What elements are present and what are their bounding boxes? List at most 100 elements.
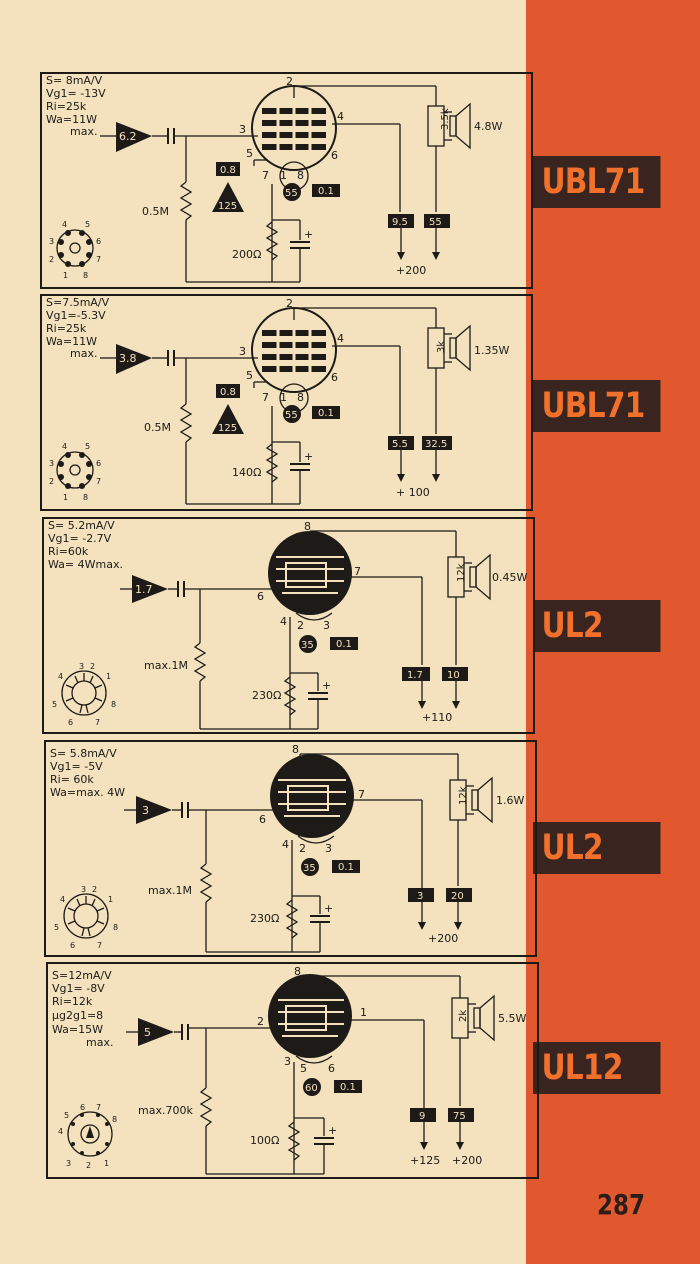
svg-text:3: 3 xyxy=(66,1159,71,1168)
svg-text:2: 2 xyxy=(286,75,293,88)
output-power: 1.6W xyxy=(496,794,524,807)
svg-text:3.5k: 3.5k xyxy=(440,108,451,130)
svg-text:4: 4 xyxy=(337,110,344,123)
input-gain-value: 3.8 xyxy=(119,352,137,365)
anode-current-box xyxy=(410,1108,436,1122)
svg-text:20: 20 xyxy=(451,891,464,902)
svg-text:2: 2 xyxy=(86,1161,91,1170)
tube-label-3: UL2 xyxy=(533,600,661,652)
cathode-current-badge xyxy=(303,1078,321,1096)
svg-text:6: 6 xyxy=(68,718,73,727)
svg-text:55: 55 xyxy=(429,217,442,228)
svg-text:3: 3 xyxy=(417,891,423,902)
svg-text:0.8: 0.8 xyxy=(220,387,236,398)
screen-current-box xyxy=(446,888,472,902)
panel-frame xyxy=(40,72,533,289)
spec-grid-voltage: Vg1=-5.3V xyxy=(46,309,106,322)
spec-internal-resistance: Ri=25k xyxy=(46,100,87,113)
spec-anode-dissipation: Wa= 4Wmax. xyxy=(48,558,123,571)
svg-text:6: 6 xyxy=(70,941,75,950)
supply-voltage: +200 xyxy=(452,1154,482,1167)
grid-resistor xyxy=(199,1087,213,1127)
svg-text:8: 8 xyxy=(297,169,304,182)
spec-max: max. xyxy=(86,1036,113,1049)
svg-text:200Ω: 200Ω xyxy=(232,248,261,261)
svg-text:4: 4 xyxy=(62,442,67,451)
cathode-value-box xyxy=(334,1080,362,1093)
circuit-panel-2: S=7.5mA/V Vg1=-5.3V Ri=25k Wa=11W max. 3… xyxy=(40,294,533,511)
svg-text:3: 3 xyxy=(239,345,246,358)
svg-text:2: 2 xyxy=(49,255,54,264)
svg-text:2: 2 xyxy=(49,477,54,486)
input-gain-value: 3 xyxy=(142,804,149,817)
cathode-value-box xyxy=(332,860,360,873)
svg-text:8: 8 xyxy=(294,965,301,978)
spec-transconductance: S= 5.2mA/V xyxy=(48,519,115,532)
svg-text:5: 5 xyxy=(246,369,253,382)
input-gain-value: 1.7 xyxy=(135,583,153,596)
svg-text:+: + xyxy=(324,902,333,915)
svg-text:0.1: 0.1 xyxy=(318,186,334,197)
spec-anode-dissipation: Wa=11W xyxy=(46,335,97,348)
svg-text:4: 4 xyxy=(337,332,344,345)
svg-text:75: 75 xyxy=(453,1111,466,1122)
anode-current-box xyxy=(408,888,434,902)
svg-text:3: 3 xyxy=(325,842,332,855)
svg-text:3: 3 xyxy=(284,1055,291,1068)
circuit-panel-5: S=12mA/V Vg1= -8V Ri=12k μg2g1=8 Wa=15W … xyxy=(46,962,539,1179)
tube-envelope xyxy=(268,974,352,1058)
svg-text:2: 2 xyxy=(257,1015,264,1028)
svg-text:8: 8 xyxy=(297,391,304,404)
svg-text:3: 3 xyxy=(81,885,86,894)
svg-text:6: 6 xyxy=(80,1103,85,1112)
tube-label-1: UBL71 xyxy=(533,156,661,208)
diode-value-box xyxy=(216,384,240,398)
screen-current-box xyxy=(448,1108,474,1122)
diode-value-box xyxy=(216,162,240,176)
cathode-current-badge xyxy=(299,635,317,653)
svg-text:2: 2 xyxy=(297,619,304,632)
svg-text:3: 3 xyxy=(79,662,84,671)
svg-text:+: + xyxy=(304,450,313,463)
svg-text:6: 6 xyxy=(331,149,338,162)
input-amplifier-triangle xyxy=(132,575,168,603)
spec-anode-dissipation: Wa=15W xyxy=(52,1023,103,1036)
spec-transconductance: S= 8mA/V xyxy=(46,74,103,87)
svg-text:5: 5 xyxy=(246,147,253,160)
svg-text:60: 60 xyxy=(305,1083,318,1094)
speaker-icon xyxy=(471,789,479,811)
spec-transconductance: S=12mA/V xyxy=(52,969,112,982)
svg-text:2: 2 xyxy=(92,885,97,894)
spec-amplification-factor: μg2g1=8 xyxy=(52,1009,103,1022)
svg-text:35: 35 xyxy=(301,640,314,651)
svg-text:12k: 12k xyxy=(458,786,469,805)
svg-text:1: 1 xyxy=(280,391,287,404)
svg-text:125: 125 xyxy=(218,201,237,212)
grid-resistor-value: max.1M xyxy=(148,884,192,897)
svg-text:3: 3 xyxy=(239,123,246,136)
svg-text:100Ω: 100Ω xyxy=(250,1134,279,1147)
svg-text:5: 5 xyxy=(64,1111,69,1120)
svg-text:4: 4 xyxy=(280,615,287,628)
tube-label-5: UL12 xyxy=(533,1042,661,1094)
spec-transconductance: S=7.5mA/V xyxy=(46,296,110,309)
svg-text:125: 125 xyxy=(218,423,237,434)
svg-text:7: 7 xyxy=(96,1103,101,1112)
spec-anode-dissipation: Wa=11W xyxy=(46,113,97,126)
svg-text:8: 8 xyxy=(83,493,88,502)
svg-text:4: 4 xyxy=(58,1127,63,1136)
panel-frame xyxy=(46,962,539,1179)
output-power: 5.5W xyxy=(498,1012,526,1025)
svg-text:7: 7 xyxy=(96,477,101,486)
cathode-value-box xyxy=(330,637,358,650)
svg-text:5.5: 5.5 xyxy=(392,439,408,450)
diode-amplifier-triangle xyxy=(212,182,244,212)
tube-base-pinout: 3 2 4 1 5 8 6 7 xyxy=(52,662,116,727)
svg-text:8: 8 xyxy=(304,520,311,533)
circuit-panel-3: S= 5.2mA/V Vg1= -2.7V Ri=60k Wa= 4Wmax. … xyxy=(42,517,535,734)
svg-text:7: 7 xyxy=(95,718,100,727)
svg-text:55: 55 xyxy=(285,410,298,421)
svg-text:5: 5 xyxy=(300,1062,307,1075)
screen-current-box xyxy=(442,667,468,681)
spec-grid-voltage: Vg1= -2.7V xyxy=(48,532,112,545)
